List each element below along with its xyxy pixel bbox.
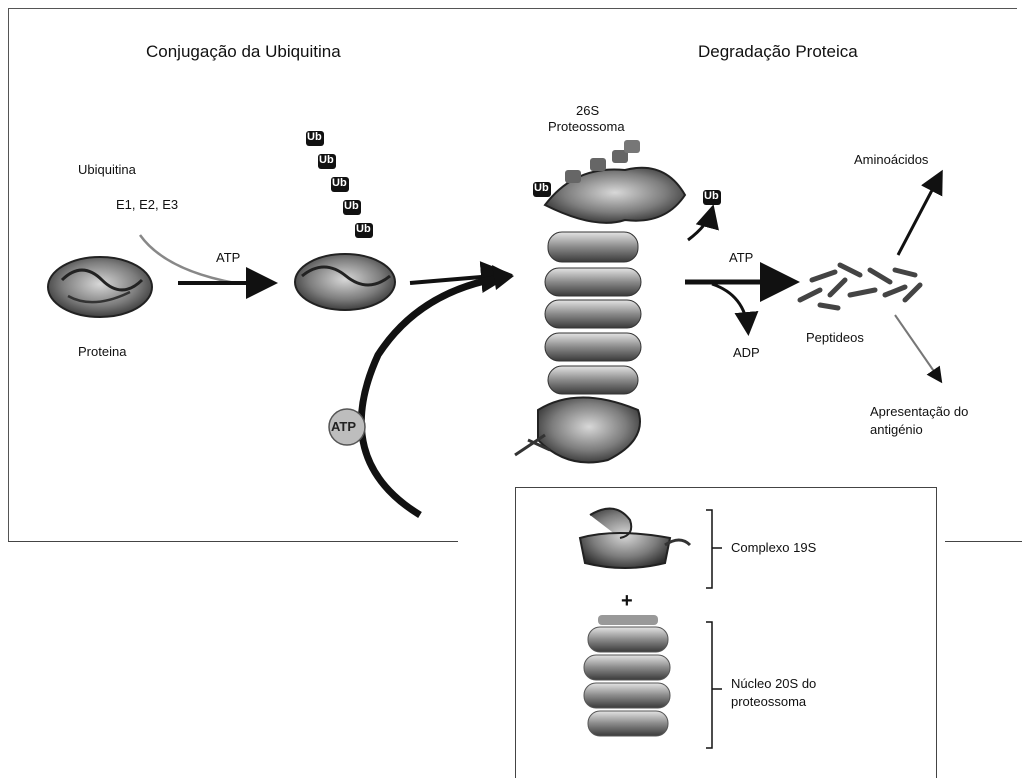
proteasome-26s-shape	[515, 168, 685, 463]
protein-shape	[48, 257, 152, 317]
title-ubiquitin-conjugation: Conjugação da Ubiquitina	[146, 42, 341, 62]
ub-tag-released: Ub	[704, 190, 719, 202]
label-proteossoma: Proteossoma	[548, 119, 625, 134]
ub-tag-1: Ub	[307, 131, 322, 143]
label-peptideos: Peptideos	[806, 330, 864, 345]
label-complexo-19s: Complexo 19S	[731, 540, 816, 555]
label-ubiquitina: Ubiquitina	[78, 162, 136, 177]
label-adp: ADP	[733, 345, 760, 360]
label-nucleo-20s: Núcleo 20S do	[731, 676, 816, 691]
title-protein-degradation: Degradação Proteica	[698, 42, 858, 62]
arrow-to-adp	[712, 284, 748, 330]
bracket-19s	[706, 510, 712, 588]
ub-tag-5: Ub	[356, 223, 371, 235]
label-aminoacidos: Aminoácidos	[854, 152, 928, 167]
label-atp-1: ATP	[216, 250, 240, 265]
bracket-20s	[706, 622, 712, 748]
ub-tag-4: Ub	[344, 200, 359, 212]
tagged-protein-shape	[295, 254, 395, 310]
atp-curved-arrow	[361, 277, 505, 515]
ub-tag-3: Ub	[332, 177, 347, 189]
arrow-to-aminoacids	[898, 175, 940, 255]
label-antigenio: antigénio	[870, 422, 923, 437]
ub-tag-2: Ub	[319, 154, 334, 166]
arrow-to-released-ub	[688, 210, 712, 240]
ub-tag-proteasome: Ub	[534, 182, 549, 194]
label-proteina: Proteina	[78, 344, 126, 359]
plus-sign: +	[621, 590, 633, 613]
label-26s: 26S	[576, 103, 599, 118]
atp-badge-label: ATP	[331, 419, 356, 434]
core-20s-shape	[584, 615, 670, 736]
label-atp-2: ATP	[729, 250, 753, 265]
arrow-to-antigen	[895, 315, 940, 380]
label-proteossoma-core: proteossoma	[731, 694, 806, 709]
complex-19s-shape	[580, 509, 690, 568]
label-enzymes: E1, E2, E3	[116, 197, 178, 212]
peptides-shape	[800, 265, 920, 308]
label-apresentacao: Apresentação do	[870, 404, 968, 419]
